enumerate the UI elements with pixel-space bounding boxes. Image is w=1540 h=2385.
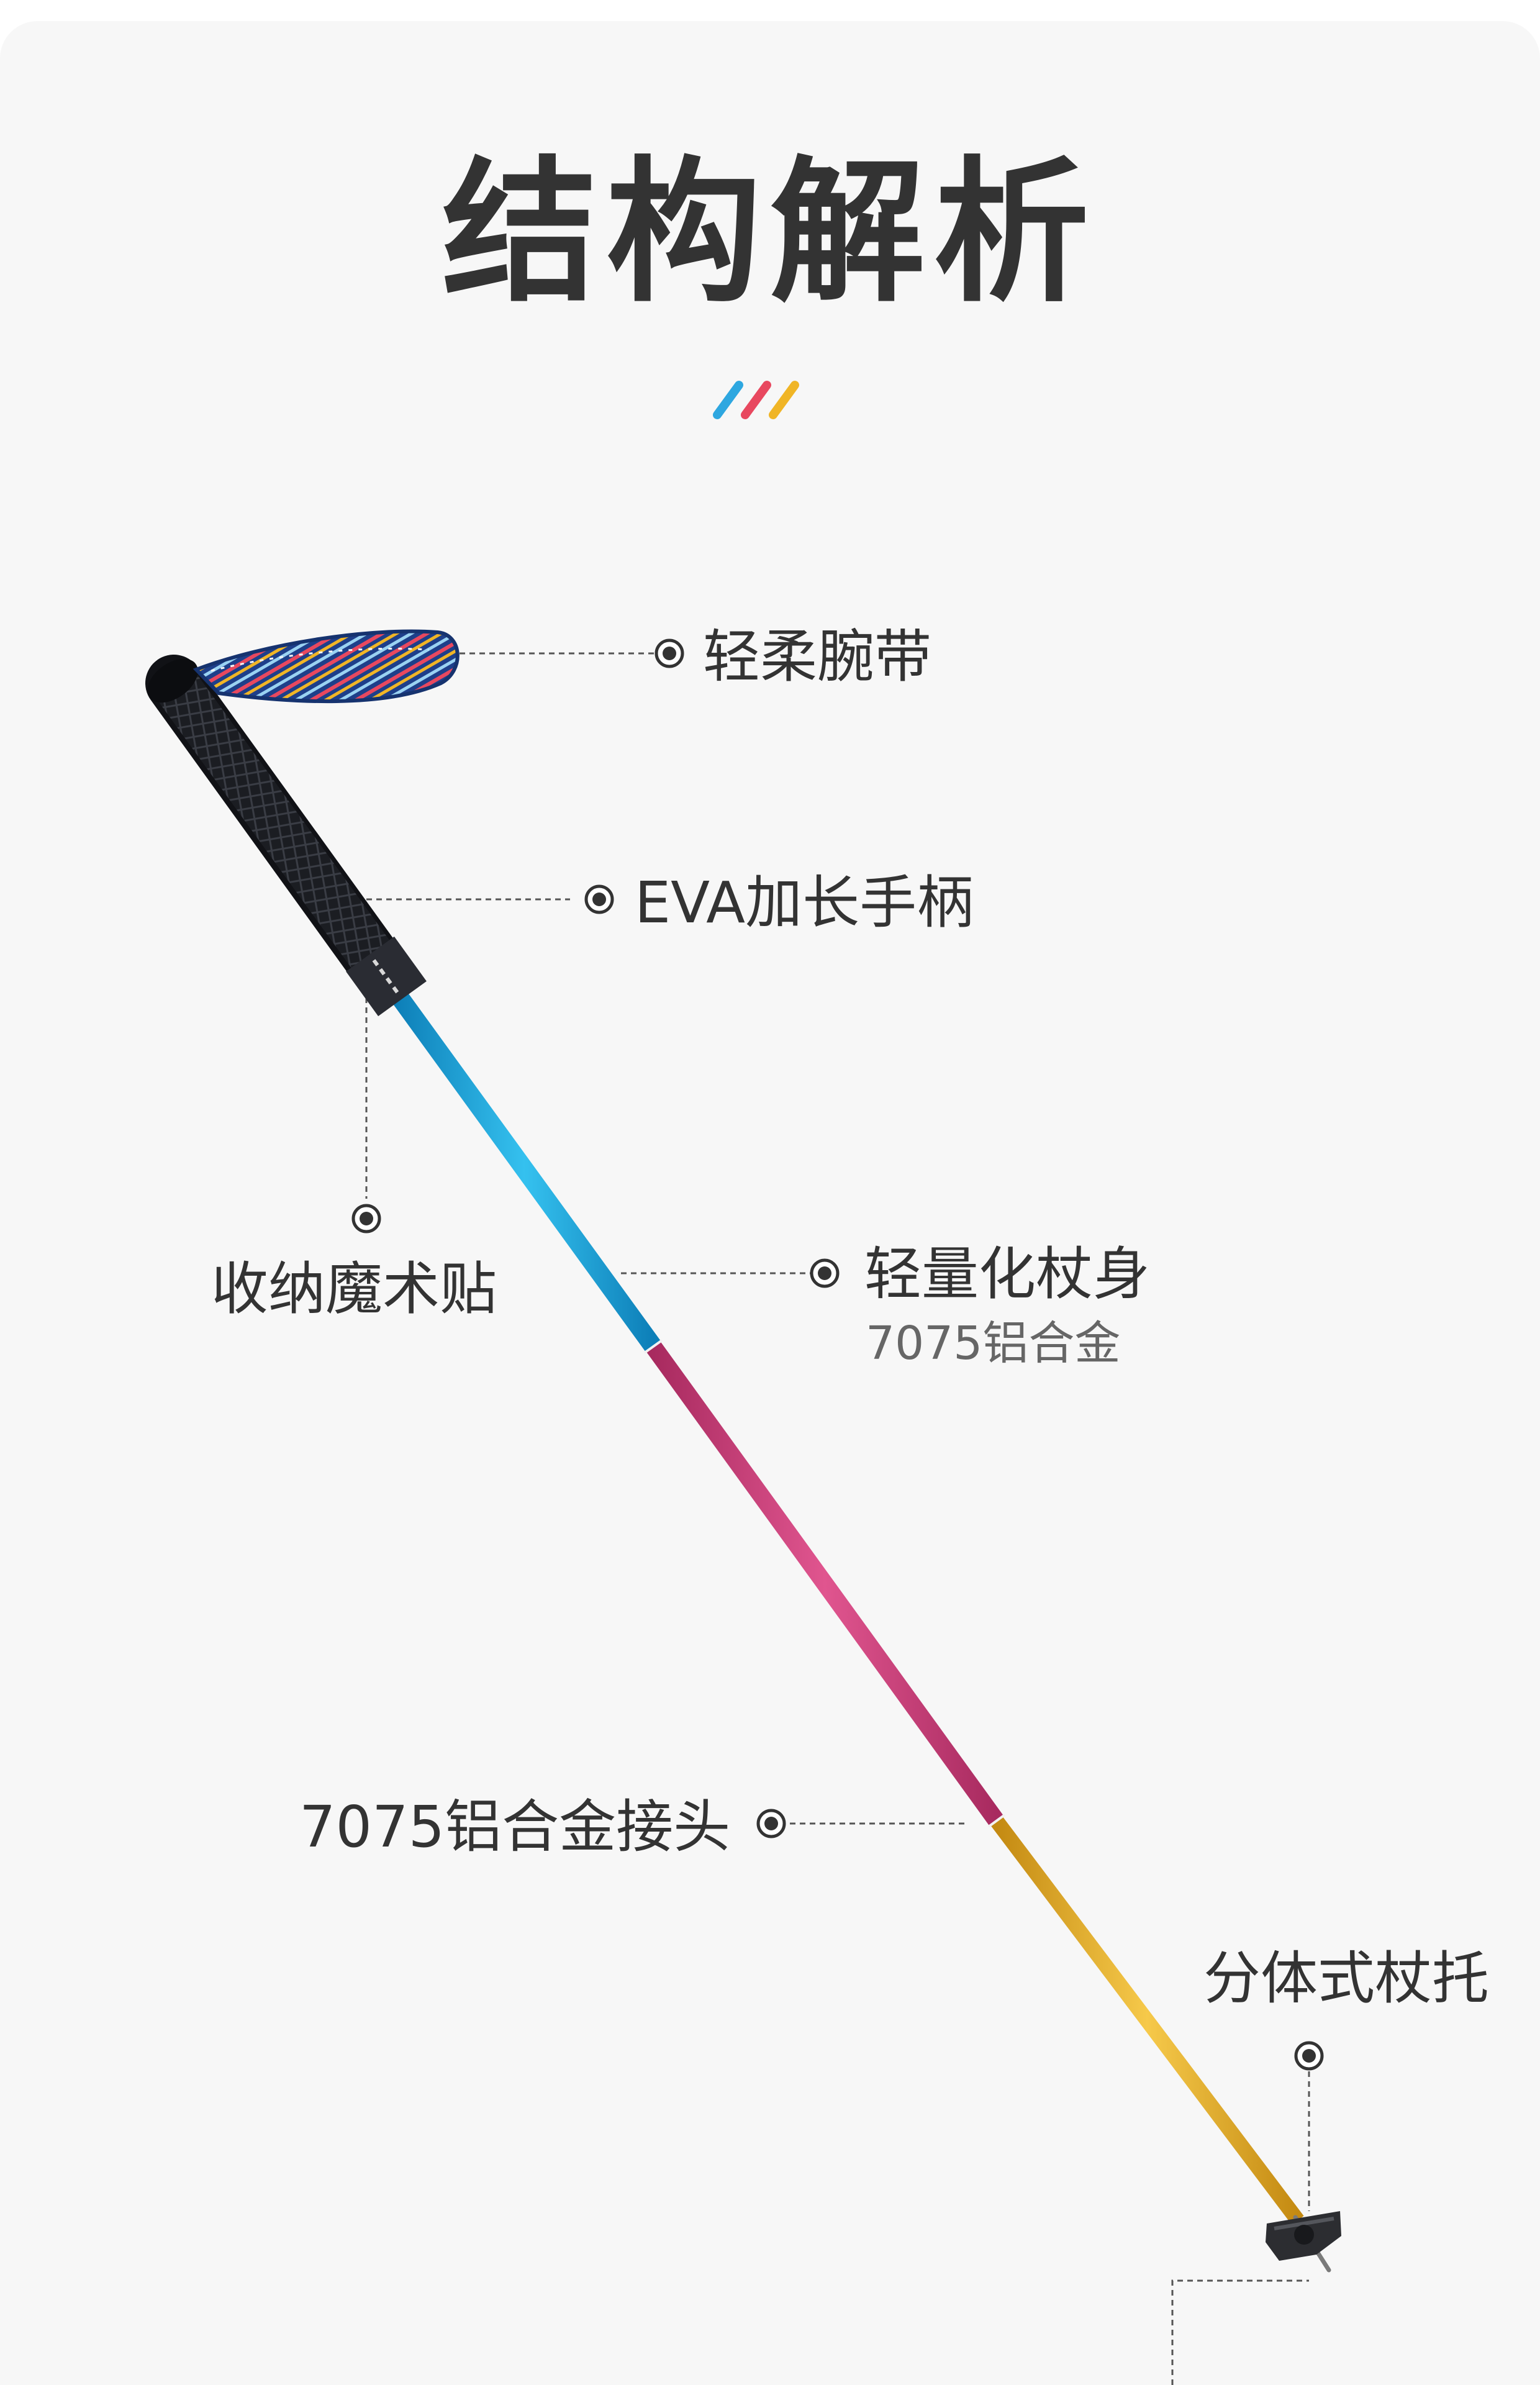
title-accent-icon <box>713 381 799 419</box>
label-joint: 7075铝合金接头 <box>299 1794 731 1860</box>
label-shaft: 轻量化杖身 <box>864 1241 1151 1307</box>
split-basket <box>1266 2211 1341 2273</box>
leader-lines <box>365 652 1310 2385</box>
label-wrist-strap: 轻柔腕带 <box>703 624 932 690</box>
label-shaft-material: 7075铝合金 <box>866 1317 1121 1370</box>
shaft-segment-gold <box>990 1816 1304 2225</box>
page-title: 结构解析 <box>442 142 1098 323</box>
label-basket: 分体式杖托 <box>1203 1945 1490 2012</box>
shaft-segment-blue <box>388 987 661 1352</box>
shaft-segment-pink <box>646 1341 1004 1827</box>
wrist-strap <box>192 629 460 704</box>
eva-grip <box>145 655 427 1017</box>
label-grip: EVA加长手柄 <box>635 870 974 936</box>
label-velcro: 收纳魔术贴 <box>211 1256 497 1322</box>
callout-dot-icons <box>351 638 1324 2071</box>
